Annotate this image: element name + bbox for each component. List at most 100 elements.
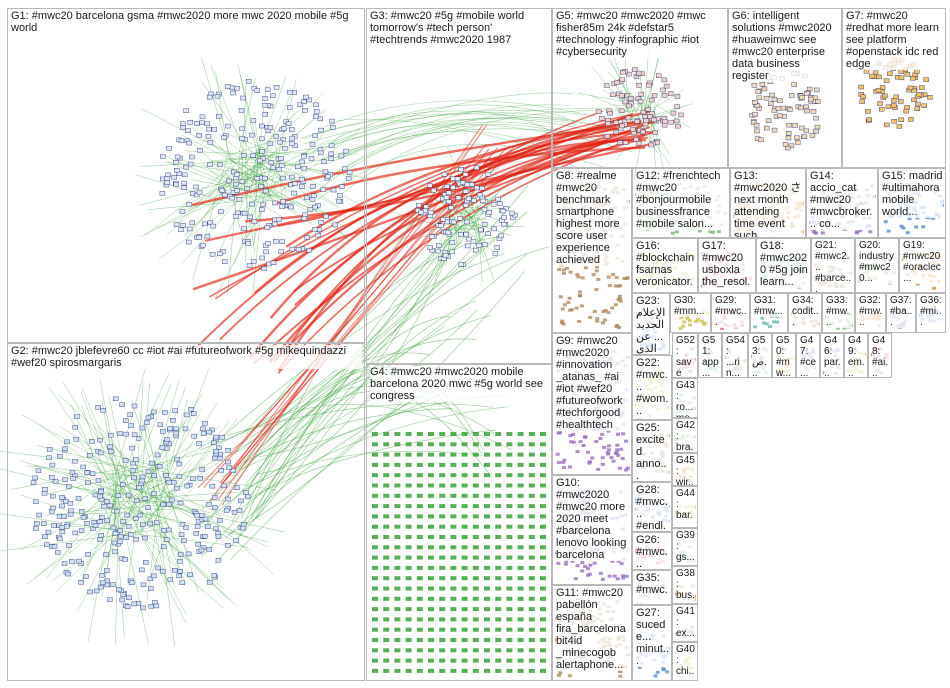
node [187, 572, 193, 577]
node [517, 617, 524, 622]
node [907, 217, 912, 221]
node [119, 402, 125, 407]
edge [158, 173, 275, 260]
cluster-cell-g9: G9: #mwc20 #mwc2020 #innovation _atanas_… [552, 333, 632, 475]
node [896, 124, 903, 129]
node [107, 597, 113, 602]
node [219, 188, 225, 193]
node [159, 191, 166, 196]
node [416, 596, 423, 601]
node [528, 442, 535, 447]
node [905, 231, 910, 235]
node [528, 555, 535, 560]
edge [131, 399, 162, 499]
node [80, 515, 87, 520]
node [462, 172, 469, 177]
node [282, 146, 288, 151]
node [797, 105, 804, 111]
node [147, 576, 154, 582]
node [197, 476, 203, 481]
node [372, 648, 378, 653]
node [195, 541, 201, 547]
node [234, 172, 240, 177]
node [540, 545, 546, 550]
node [561, 271, 566, 275]
cluster-label: G34: codit... [792, 295, 819, 328]
cluster-cell-g21: G21: #mwc2... #barce... gsma_... state..… [811, 238, 855, 293]
node [186, 226, 193, 232]
node [292, 181, 298, 186]
node [595, 109, 602, 114]
node [405, 524, 412, 529]
node [285, 121, 292, 126]
node [495, 586, 502, 591]
edge [74, 479, 117, 516]
node [442, 252, 449, 258]
node [763, 125, 770, 131]
node [304, 195, 310, 200]
node [603, 308, 608, 312]
node [464, 182, 471, 187]
node [211, 495, 218, 500]
node [394, 432, 401, 436]
node [259, 156, 266, 161]
node [321, 159, 327, 164]
node [668, 119, 674, 125]
node [55, 550, 61, 555]
node [104, 499, 110, 504]
node [206, 126, 212, 132]
node [540, 658, 546, 663]
edge [256, 109, 324, 172]
node [461, 617, 468, 622]
node [517, 607, 524, 612]
node [472, 596, 479, 601]
node [606, 275, 611, 279]
node [495, 607, 502, 612]
node [804, 108, 810, 114]
node [450, 586, 457, 591]
node [104, 518, 110, 523]
cluster-cell-g38: G38: bus... att... [672, 566, 698, 604]
node [72, 458, 78, 464]
node [634, 119, 640, 124]
node [308, 156, 315, 161]
node [756, 95, 763, 100]
node [813, 87, 820, 93]
node [444, 184, 450, 189]
node [908, 117, 914, 122]
node [416, 493, 423, 498]
node [464, 219, 470, 225]
node [200, 242, 206, 248]
node [795, 140, 801, 145]
node [428, 576, 434, 581]
node [97, 519, 103, 524]
node [528, 648, 535, 653]
node [180, 125, 186, 130]
node [674, 94, 681, 99]
node [212, 505, 218, 510]
node [62, 477, 68, 482]
node [786, 122, 792, 128]
node [620, 70, 626, 75]
node [674, 104, 680, 109]
node [131, 475, 137, 481]
node [461, 638, 468, 642]
node [506, 545, 513, 550]
node [891, 103, 897, 108]
edge [247, 139, 331, 182]
node [383, 524, 390, 529]
node [107, 444, 113, 449]
node [625, 103, 632, 109]
node [183, 525, 189, 530]
node [461, 473, 468, 478]
node [164, 537, 170, 542]
node [84, 521, 90, 526]
edge [134, 464, 171, 474]
node [711, 230, 716, 234]
node [540, 483, 546, 488]
node [196, 133, 202, 138]
node [883, 78, 890, 83]
node [372, 596, 378, 601]
node [611, 459, 616, 463]
node [258, 184, 264, 189]
